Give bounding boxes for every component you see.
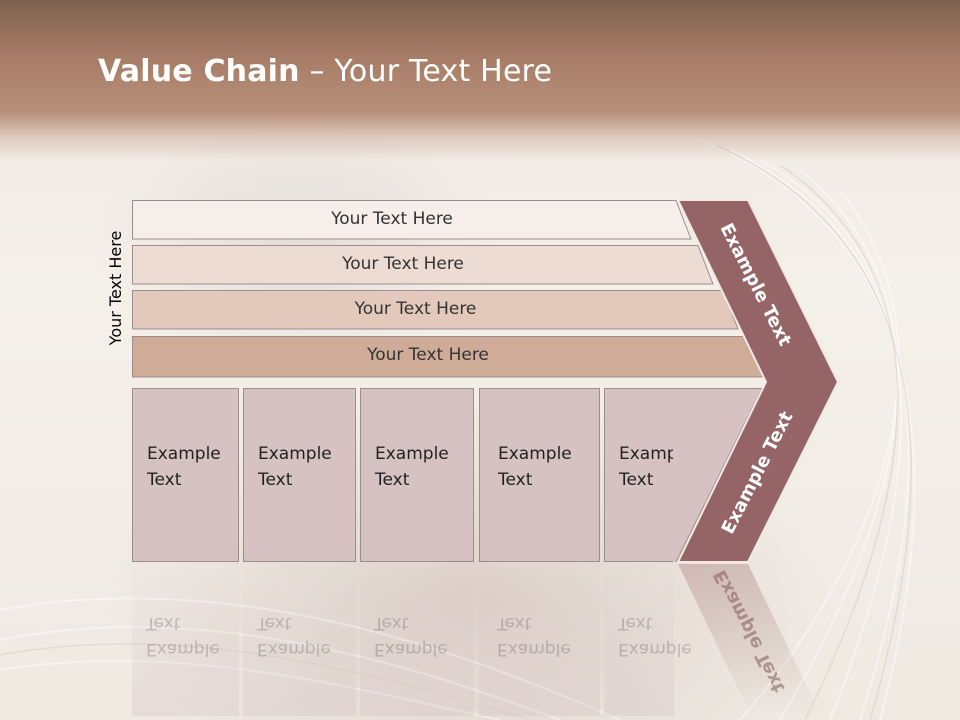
cell-1-line2: Text (147, 470, 182, 490)
cell-1-line1: Example (147, 444, 221, 464)
chevron-arrow (676, 199, 840, 563)
row-4: Your Text Here (132, 336, 764, 378)
cell-4-line2: Text (498, 470, 533, 490)
cell-1-reflection: Example Text (132, 566, 239, 716)
cell-3-reflection-line2: Text (374, 613, 409, 633)
cell-1-reflection-line2: Text (146, 613, 181, 633)
row-2-shape (132, 245, 714, 285)
cell-2: Example Text (243, 388, 356, 562)
cell-4: Example Text (479, 388, 600, 562)
cell-2-reflection-line1: Example (257, 639, 331, 659)
title-rest: – Your Text Here (299, 54, 553, 89)
page-title: Value Chain – Your Text Here (98, 54, 552, 89)
row-1: Your Text Here (132, 200, 692, 240)
cell-5-reflection: Example Text (604, 566, 692, 716)
cell-3: Example Text (360, 388, 474, 562)
header-band (0, 0, 960, 160)
cell-1-reflection-line1: Example (146, 639, 220, 659)
cell-2-reflection: Example Text (243, 566, 356, 716)
row-4-label: Your Text Here (367, 345, 489, 365)
cell-4-reflection-line2: Text (497, 613, 532, 633)
cell-4-line1: Example (498, 444, 572, 464)
cell-2-reflection-line2: Text (257, 613, 292, 633)
cell-1: Example Text (132, 388, 239, 562)
row-1-shape (132, 200, 692, 240)
row-3: Your Text Here (132, 290, 739, 330)
cell-5-line2: Text (619, 470, 654, 490)
side-label: Your Text Here (106, 230, 125, 346)
cell-3-reflection: Example Text (360, 566, 474, 716)
cell-3-reflection-line1: Example (374, 639, 448, 659)
cell-5-reflection-line1: Example (618, 639, 692, 659)
row-3-label: Your Text Here (354, 299, 477, 319)
chevron-reflection (678, 564, 822, 718)
cell-2-line1: Example (258, 444, 332, 464)
title-bold: Value Chain (98, 54, 300, 89)
cell-4-reflection-line1: Example (497, 639, 571, 659)
cell-3-line2: Text (375, 470, 410, 490)
row-2-label: Your Text Here (342, 254, 464, 274)
row-3-shape (132, 290, 739, 330)
cell-5-reflection-line2: Text (618, 613, 653, 633)
row-1-label: Your Text Here (331, 209, 453, 229)
row-2: Your Text Here (132, 245, 714, 285)
cell-4-reflection: Example Text (479, 566, 600, 716)
cell-2-line2: Text (258, 470, 293, 490)
cell-3-line1: Example (375, 444, 449, 464)
